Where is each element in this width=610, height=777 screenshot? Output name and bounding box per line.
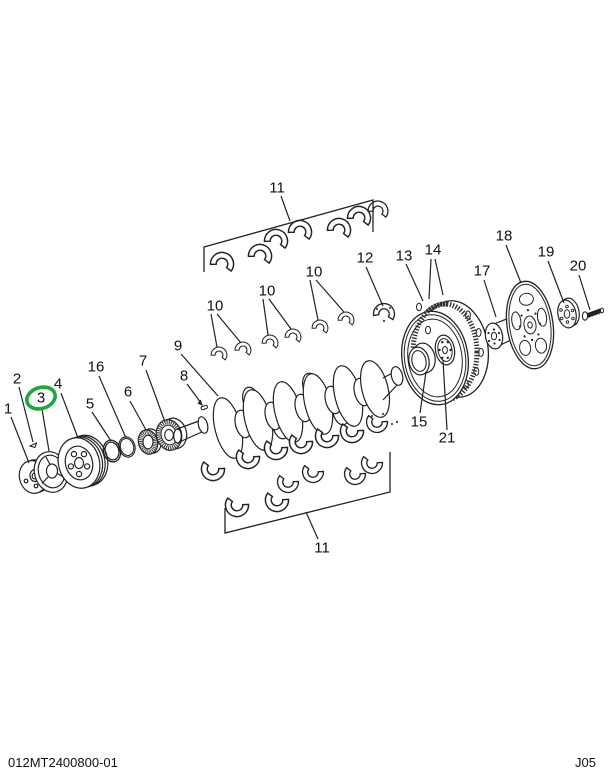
callout-20[interactable]: 20 <box>569 257 587 275</box>
callout-19[interactable]: 19 <box>537 243 555 261</box>
callout-4[interactable]: 4 <box>53 375 63 393</box>
part-15-pilot-bore <box>408 342 436 376</box>
part-18-flexplate <box>505 280 555 370</box>
bracket-11-bottom <box>224 452 391 534</box>
leader-lines <box>10 195 591 540</box>
callout-21[interactable]: 21 <box>438 429 456 447</box>
callout-2[interactable]: 2 <box>12 370 22 388</box>
flywheel-assembly <box>401 300 490 406</box>
callout-17[interactable]: 17 <box>473 262 491 280</box>
callout-1[interactable]: 1 <box>3 400 13 418</box>
part-21-hub <box>434 334 456 366</box>
part-20-bolt <box>581 307 604 321</box>
callout-3[interactable]: 3 <box>36 389 46 407</box>
part-9-crankshaft <box>173 360 404 459</box>
part-16-snap-ring <box>118 436 136 458</box>
callout-5[interactable]: 5 <box>85 395 95 413</box>
page-code: J05 <box>575 755 596 770</box>
callout-10b[interactable]: 10 <box>258 282 276 300</box>
callout-8[interactable]: 8 <box>179 367 189 385</box>
part-4-pulley <box>57 434 109 489</box>
callout-11-bottom[interactable]: 11 <box>314 539 330 557</box>
highlight-ellipse <box>25 385 57 411</box>
callout-9[interactable]: 9 <box>173 337 183 355</box>
callout-14[interactable]: 14 <box>424 241 442 259</box>
callout-11-top[interactable]: 11 <box>269 179 285 197</box>
part-19-retainer-plate <box>557 297 580 329</box>
callout-16[interactable]: 16 <box>87 358 105 376</box>
lower-bearing-shells <box>197 413 398 521</box>
callout-7[interactable]: 7 <box>138 352 148 370</box>
document-number: 012MT2400800-01 <box>8 755 118 770</box>
callout-12[interactable]: 12 <box>356 249 374 267</box>
callout-18[interactable]: 18 <box>495 227 513 245</box>
callout-10c[interactable]: 10 <box>305 263 323 281</box>
callout-13[interactable]: 13 <box>395 247 413 265</box>
callout-6[interactable]: 6 <box>123 383 133 401</box>
callout-15[interactable]: 15 <box>410 413 428 431</box>
part-2-key <box>28 441 38 449</box>
part-12-flanged-bearing <box>372 300 398 322</box>
part-8-woodruff-key <box>200 404 208 411</box>
part-17-adapter-hub <box>484 315 514 350</box>
callout-10a[interactable]: 10 <box>206 297 224 315</box>
leader-arrowhead <box>197 399 203 406</box>
bracket-11-top <box>203 199 374 272</box>
